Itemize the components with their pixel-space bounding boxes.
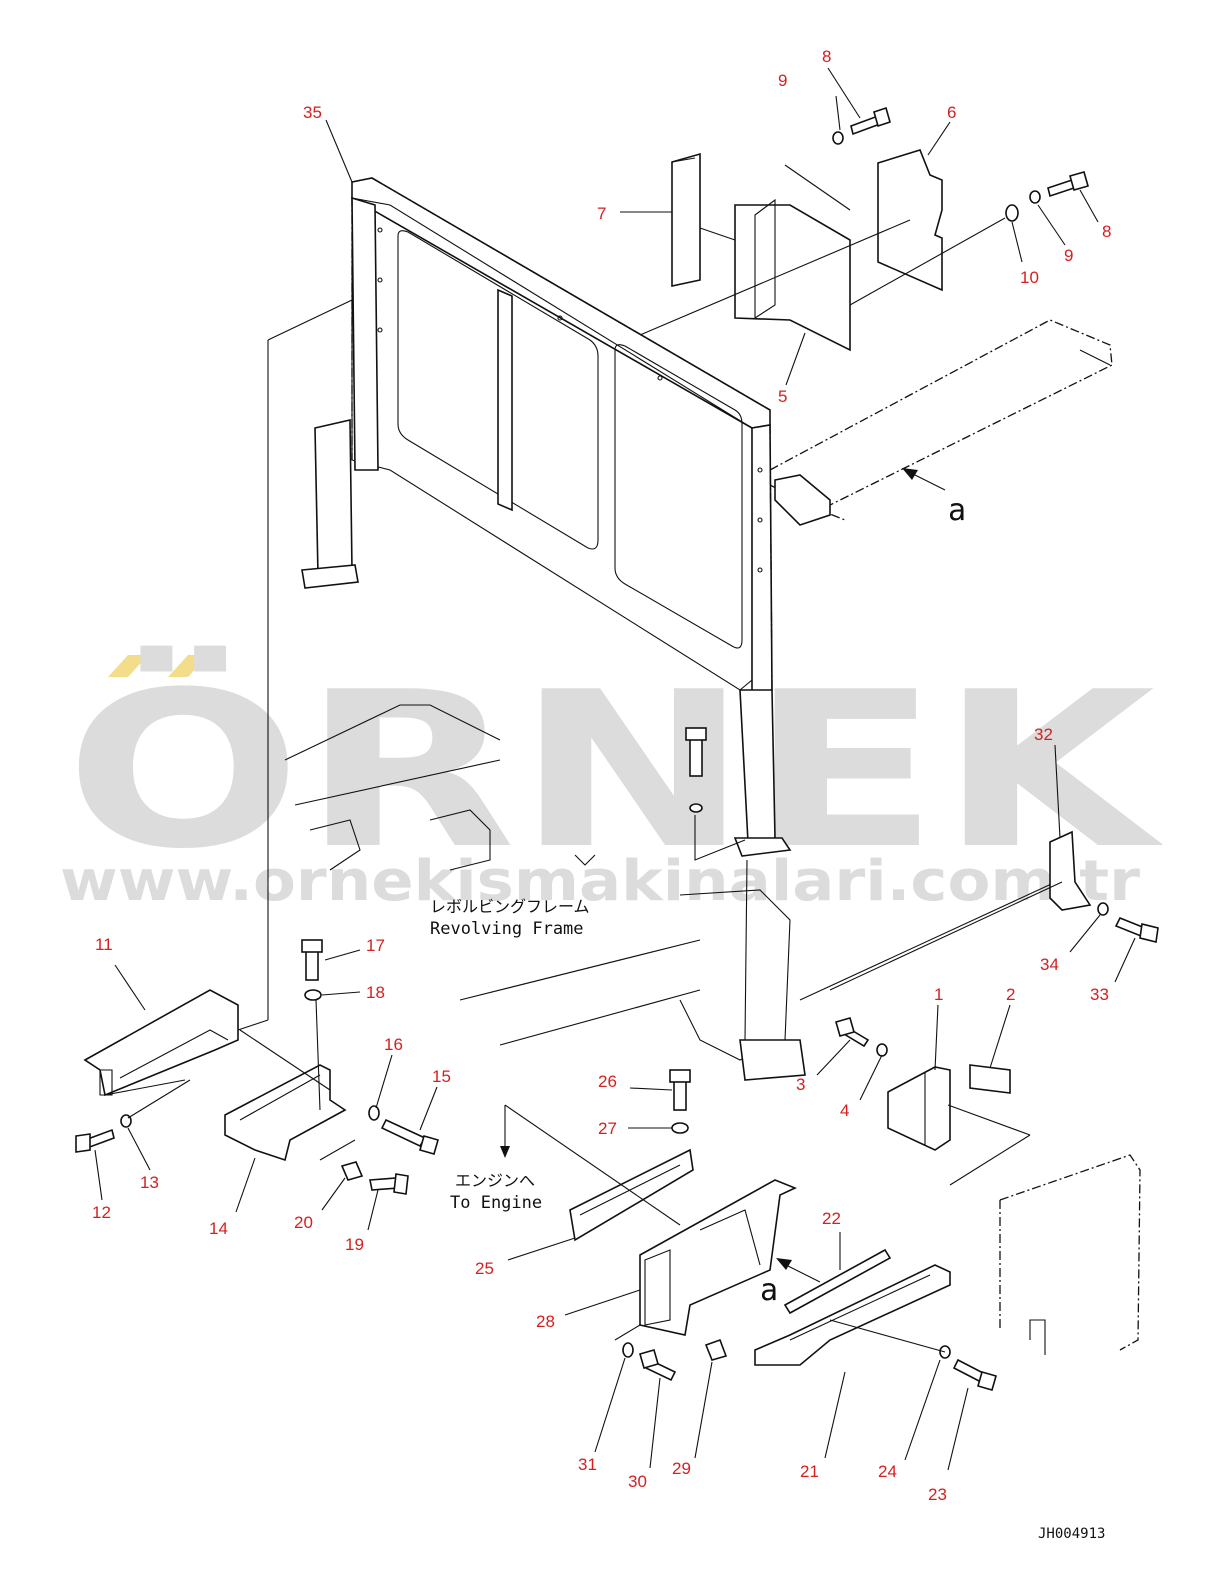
view-arrow-a-bottom: a [760,1258,821,1308]
revolving-frame-label-jp: レボルビングフレーム [430,897,590,916]
part-25-bar [569,1148,694,1242]
bolt-17 [301,939,323,981]
callout-34: 34 [1040,955,1059,974]
part-11-bracket [83,989,239,1097]
callout-9-right: 9 [1064,246,1073,265]
callout-20: 20 [294,1213,313,1232]
callout-3: 3 [796,1075,805,1094]
callout-16: 16 [384,1035,403,1054]
callout-26: 26 [598,1072,617,1091]
revolving-frame [284,704,1061,1081]
bolt-26 [669,1069,691,1111]
bolt-23 [952,1358,997,1391]
callout-27: 27 [598,1119,617,1138]
radiator-frame [301,177,792,857]
assembly-lines [127,299,1063,1353]
bolt-19 [369,1173,409,1195]
callout-8-right: 8 [1102,222,1111,241]
callout-14: 14 [209,1219,228,1238]
engine-label-jp: エンジンへ [455,1171,535,1190]
watermark: ÖRNEK www.ornekismakinalari.com.tr [60,645,1165,914]
watermark-url: www.ornekismakinalari.com.tr [60,849,1140,914]
callout-33: 33 [1090,985,1109,1004]
part-32-bracket [1049,830,1159,943]
watermark-brand: ÖRNEK [65,645,1165,896]
watermark-accent-right [168,655,208,677]
watermark-accent-left [108,655,148,677]
bolt-8-top [850,106,891,136]
engine-arrow [500,1105,510,1158]
part-28-frame [639,1179,798,1336]
callout-32: 32 [1034,725,1053,744]
part-1-bracket [887,1066,951,1151]
bolt-8-right [1047,171,1089,198]
revolving-frame-label-en: Revolving Frame [430,919,584,939]
callout-1: 1 [934,985,943,1004]
view-arrow-a-top: a [902,468,966,528]
drawing-code: JH004913 [1038,1526,1105,1542]
callout-12: 12 [92,1203,111,1222]
callout-23: 23 [928,1485,947,1504]
callout-15: 15 [432,1067,451,1086]
part-14-plate [224,1064,347,1162]
callout-17: 17 [366,936,385,955]
upper-frame-extension [769,319,1113,526]
callout-4: 4 [840,1101,849,1120]
callout-8-top: 8 [822,47,831,66]
callout-24: 24 [878,1462,897,1481]
callout-11: 11 [95,935,113,954]
callout-10: 10 [1020,268,1039,287]
center-bolt [685,727,707,813]
part-22-bar [783,1248,892,1315]
callout-2: 2 [1006,985,1015,1004]
callout-30: 30 [628,1472,647,1491]
callout-18: 18 [366,983,385,1002]
view-letter-a-bottom: a [760,1273,778,1308]
callout-5: 5 [778,387,787,406]
lower-right-frame [949,1134,1141,1355]
part-21-bracket [754,1264,951,1366]
callout-7: 7 [597,204,606,223]
callout-21: 21 [800,1462,819,1481]
callout-25: 25 [475,1259,494,1278]
callout-9-top: 9 [778,71,787,90]
callout-31: 31 [578,1455,597,1474]
callout-35: 35 [303,103,322,122]
view-letter-a-top: a [948,493,966,528]
callout-29: 29 [672,1459,691,1478]
bolt-15 [380,1118,439,1155]
bolt-3 [835,1017,870,1048]
bolt-33 [1114,916,1159,943]
callout-6: 6 [947,103,956,122]
bolt-30 [639,1349,677,1382]
callout-13: 13 [140,1173,159,1192]
part-2-block [969,1064,1011,1094]
bolt-12 [75,1128,115,1153]
callout-28: 28 [536,1312,555,1331]
callouts: 35 9 8 6 7 8 9 10 5 32 34 33 11 17 18 16… [92,47,1111,1504]
callout-22: 22 [822,1209,841,1228]
engine-label-en: To Engine [450,1193,542,1213]
callout-19: 19 [345,1235,364,1254]
panel-group-top [639,106,1089,352]
callout-leaders [94,67,1136,1471]
